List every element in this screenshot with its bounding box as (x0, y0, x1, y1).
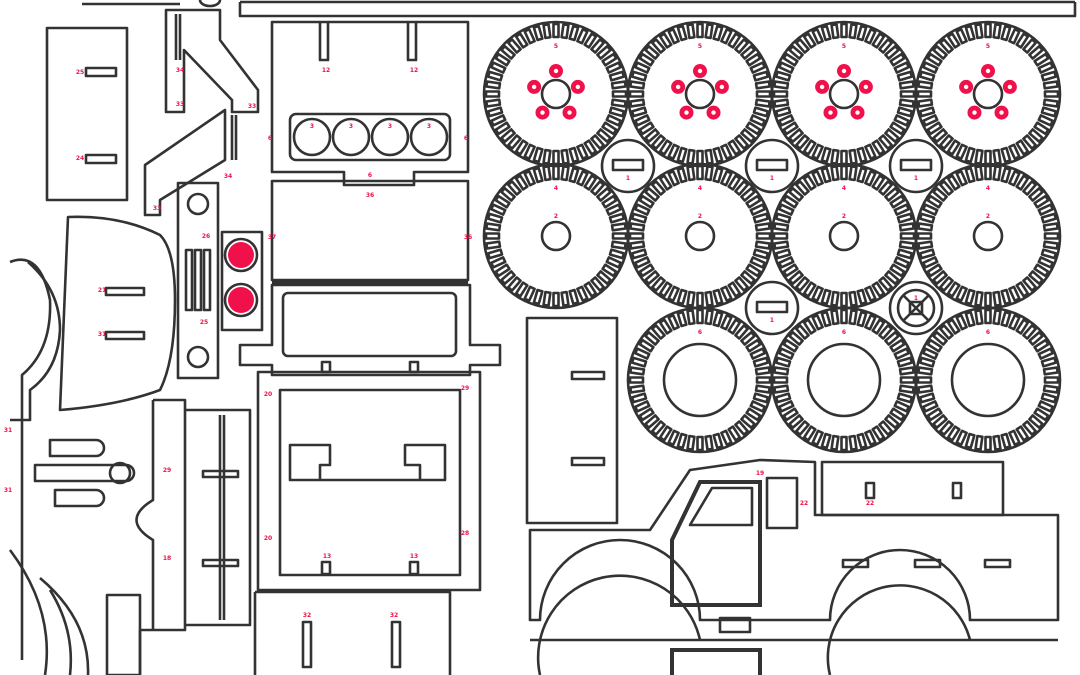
part-label: 37 (268, 234, 276, 241)
part-label: 3 (427, 123, 431, 130)
cab-floor (256, 360, 482, 592)
part-label: 29 (163, 467, 171, 474)
control-panel (176, 181, 264, 380)
part-label: 5 (698, 43, 702, 50)
part-label: 1 (770, 175, 774, 182)
part-label: 36 (366, 192, 374, 199)
axle-frame (105, 398, 252, 675)
grille-shield (58, 215, 177, 412)
part-label: 1 (914, 295, 918, 302)
part-label: 4 (986, 185, 990, 192)
part-label: 13 (323, 553, 331, 560)
part-label: 34 (176, 67, 184, 74)
part-label: 26 (202, 233, 210, 240)
part-label: 6 (842, 329, 846, 336)
part-label: 6 (698, 329, 702, 336)
spacer-disc (744, 138, 800, 194)
part-label: 5 (842, 43, 846, 50)
part-label: 2 (986, 213, 990, 220)
gear-wheel (482, 162, 630, 310)
part-label: 19 (756, 470, 764, 477)
part-label: 4 (842, 185, 846, 192)
gear-wheel (626, 306, 774, 454)
part-label: 20 (264, 391, 272, 398)
part-label: 31 (98, 331, 106, 338)
part-label: 22 (866, 500, 874, 507)
red-button (228, 242, 254, 268)
part-label: 25 (200, 319, 208, 326)
part-label: 5 (986, 43, 990, 50)
part-label: 3 (349, 123, 353, 130)
part-label: 36 (464, 234, 472, 241)
part-label: 32 (303, 612, 311, 619)
part-label: 6 (986, 329, 990, 336)
part-label: 3 (388, 123, 392, 130)
part-label: 1 (770, 317, 774, 324)
part-label: 33 (176, 101, 184, 108)
tall-panel (525, 316, 619, 525)
part-label: 6 (268, 135, 272, 142)
part-label: 6 (464, 135, 468, 142)
bracket-pieces (143, 8, 260, 217)
part-label: 1 (626, 175, 630, 182)
part-label: 12 (322, 67, 330, 74)
part-label: 2 (842, 213, 846, 220)
part-label: 32 (390, 612, 398, 619)
red-button (228, 287, 254, 313)
part-label: 2 (554, 213, 558, 220)
part-label: 33 (153, 205, 161, 212)
part-label: 18 (163, 555, 171, 562)
part-label: 4 (698, 185, 702, 192)
part-label: 31 (4, 427, 12, 434)
bolt-pieces (33, 438, 136, 508)
part-label: 5 (554, 43, 558, 50)
part-label: 20 (264, 535, 272, 542)
top-strip (82, 0, 1077, 18)
part-label: 31 (4, 487, 12, 494)
gear-wheel (914, 306, 1062, 454)
part-label: 28 (461, 530, 469, 537)
gear-wheels (482, 20, 1062, 454)
part-label: 22 (800, 500, 808, 507)
part-label: 3 (310, 123, 314, 130)
part-label: 21 (98, 287, 106, 294)
spacer-disc (744, 280, 800, 336)
truck-side-profile (528, 458, 1060, 675)
gear-wheel (626, 20, 774, 168)
part-label: 33 (248, 103, 256, 110)
part-label: 6 (368, 172, 372, 179)
part-label: 25 (76, 69, 84, 76)
part-label: 13 (410, 553, 418, 560)
part-label: 4 (554, 185, 558, 192)
part-label: 2 (698, 213, 702, 220)
part-label: 1 (914, 175, 918, 182)
spacer-disc (600, 138, 656, 194)
steering-disc (888, 280, 944, 336)
spacer-disc (888, 138, 944, 194)
part-label: 24 (76, 155, 84, 162)
engine-block (270, 20, 470, 187)
part-label: 34 (224, 173, 232, 180)
fender-arcs (8, 258, 90, 675)
bottom-box (253, 590, 452, 675)
part-label: 12 (410, 67, 418, 74)
hood-panel (238, 179, 502, 377)
part-label: 29 (461, 385, 469, 392)
side-panel-top-left (45, 26, 129, 202)
